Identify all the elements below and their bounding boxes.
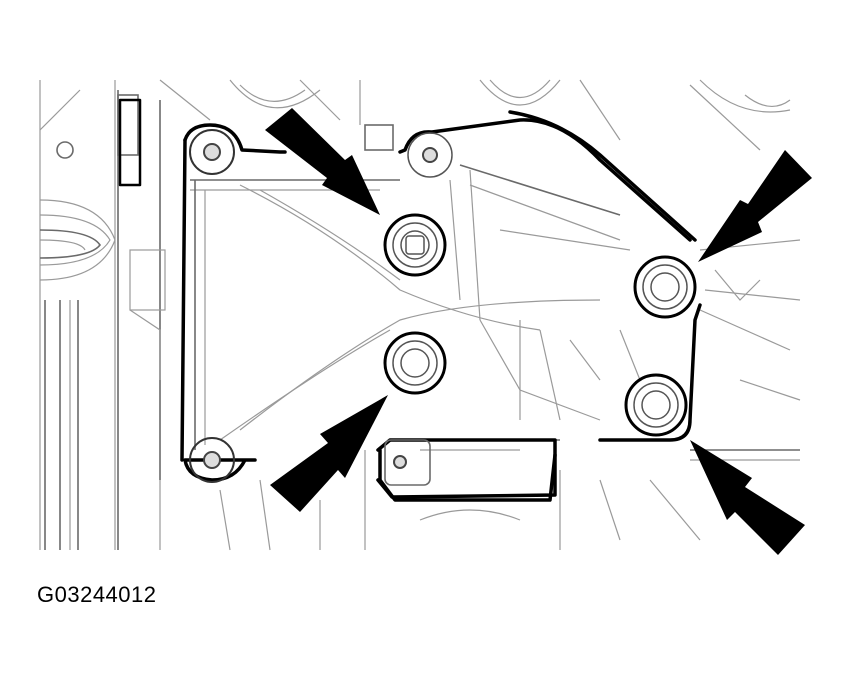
bolt-3	[383, 331, 447, 395]
bolt-4	[624, 373, 688, 437]
bracket-detail-lines	[190, 164, 641, 451]
bracket-lower-tab	[376, 438, 557, 499]
bolt-1	[383, 213, 447, 277]
arrow-upper-left-bolt	[265, 108, 380, 215]
small-mount-holes	[189, 124, 453, 486]
bolt-2	[633, 255, 697, 319]
arrow-upper-right-bolt	[698, 150, 812, 262]
bracket-diagram	[39, 79, 812, 555]
arrow-lower-left-bolt	[270, 395, 388, 512]
engine-background-lines	[39, 79, 801, 551]
figure-id-label: G03244012	[37, 582, 157, 607]
bracket-left-edge	[180, 138, 187, 462]
arrow-lower-right-bolt	[690, 440, 805, 555]
bracket-outline	[183, 118, 702, 502]
bracket-top-right-edge	[508, 110, 697, 242]
